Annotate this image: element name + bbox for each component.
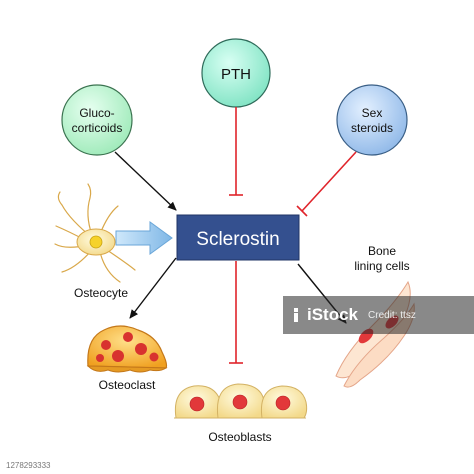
sclerostin-label: Sclerostin: [196, 229, 279, 250]
bone-lining-label-line2: lining cells: [354, 259, 409, 273]
inhibition-pth-to-sclerostin: [229, 107, 243, 196]
sclerostin-node: Sclerostin: [176, 214, 300, 261]
istock-logo-icon: [294, 308, 298, 322]
watermark-banner: iStock Credit: ttsz: [283, 296, 474, 334]
pth-label: PTH: [221, 66, 251, 83]
osteoblasts-illustration: [174, 383, 308, 419]
osteoclast-illustration: [86, 325, 168, 373]
inhibition-sclerostin-to-osteoblasts: [229, 261, 243, 364]
osteocyte-nucleus: [89, 235, 103, 249]
inhibition-sex-steroids-to-sclerostin: [296, 151, 357, 217]
glucocorticoids-label-line1: Gluco-: [79, 106, 114, 120]
glucocorticoids-label-line2: corticoids: [72, 121, 123, 135]
stock-image-id: 1278293333: [6, 461, 51, 470]
glucocorticoids-node: Gluco- corticoids: [61, 84, 133, 156]
arrow-glucocorticoids-to-sclerostin: [114, 151, 177, 211]
osteoclast-label: Osteoclast: [99, 378, 156, 392]
pth-node: PTH: [201, 38, 271, 108]
arrow-sclerostin-to-osteoclast: [129, 257, 177, 319]
osteocyte-to-sclerostin-arrow: [115, 221, 173, 255]
sex-steroids-node: Sex steroids: [336, 84, 408, 156]
bone-lining-label-line1: Bone: [368, 244, 396, 258]
sex-steroids-label-line2: steroids: [351, 121, 393, 135]
sex-steroids-label-line1: Sex: [362, 106, 383, 120]
osteocyte-label: Osteocyte: [74, 286, 128, 300]
watermark-brand: iStock: [307, 305, 359, 324]
watermark-credit: Credit: ttsz: [368, 309, 416, 321]
osteoblasts-label: Osteoblasts: [208, 430, 271, 444]
